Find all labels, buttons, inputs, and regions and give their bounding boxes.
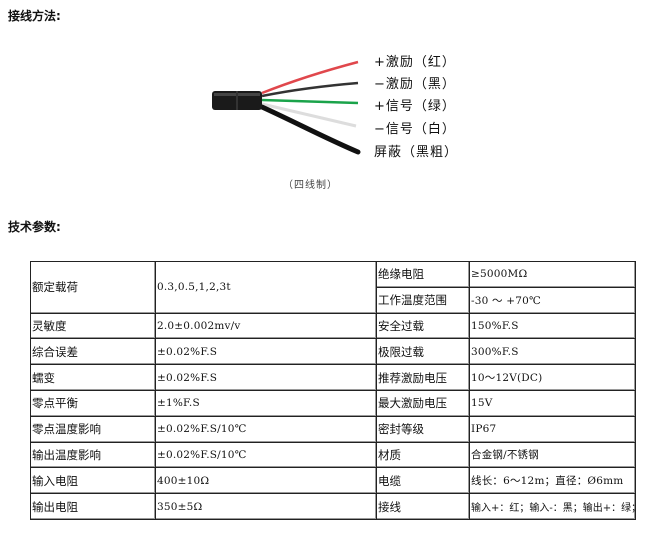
spec-label: 密封等级 — [376, 415, 470, 443]
spec-label: 零点平衡 — [30, 389, 156, 417]
spec-label: 输出温度影响 — [30, 441, 156, 469]
table-row: 输入电阻 400±10Ω 电缆 线长：6～12m；直径：Ø6mm — [30, 467, 636, 495]
spec-value: 输入+：红；输入-：黑；输出+：绿；输出-：白 — [469, 493, 636, 520]
spec-label: 工作温度范围 — [376, 286, 470, 314]
four-wire-cable-diagram — [212, 60, 361, 155]
spec-label: 接线 — [376, 493, 470, 520]
wire-label-shield: 屏蔽（黑粗） — [374, 145, 459, 160]
spec-value: ±0.02%F.S/10℃ — [155, 415, 377, 443]
table-row: 输出温度影响 ±0.02%F.S/10℃ 材质 合金钢/不锈钢 — [30, 441, 636, 469]
spec-label: 蠕变 — [30, 364, 156, 391]
table-row: 输出电阻 350±5Ω 接线 输入+：红；输入-：黑；输出+：绿；输出-：白 — [30, 493, 636, 520]
wire-label-excitation-positive: +激励（红） — [374, 55, 456, 70]
wiring-method-heading: 接线方法: — [8, 9, 61, 23]
wire-label-signal-positive: +信号（绿） — [374, 99, 456, 114]
spec-value: ±0.02%F.S — [155, 364, 377, 391]
spec-value: 350±5Ω — [155, 493, 377, 520]
spec-label: 额定载荷 — [30, 261, 156, 314]
spec-value: IP67 — [469, 415, 636, 443]
white-wire — [261, 102, 357, 128]
wire-label-signal-negative: −信号（白） — [374, 122, 456, 137]
black-wire — [261, 81, 359, 98]
spec-value: 300%F.S — [469, 338, 636, 366]
spec-label: 输入电阻 — [30, 467, 156, 495]
spec-label: 绝缘电阻 — [376, 261, 470, 288]
spec-value: 线长：6～12m；直径：Ø6mm — [469, 467, 636, 495]
table-row: 零点温度影响 ±0.02%F.S/10℃ 密封等级 IP67 — [30, 415, 636, 443]
spec-value: 400±10Ω — [155, 467, 377, 495]
spec-label: 灵敏度 — [30, 312, 156, 340]
spec-table: 额定载荷 0.3,0.5,1,2,3t 绝缘电阻 ≥5000MΩ 工作温度范围 … — [30, 261, 636, 520]
spec-label: 输出电阻 — [30, 493, 156, 520]
table-row: 零点平衡 ±1%F.S 最大激励电压 15V — [30, 389, 636, 417]
spec-value: 10～12V(DC) — [469, 364, 636, 391]
green-wire — [261, 98, 359, 105]
four-wire-caption: （四线制） — [283, 180, 338, 191]
spec-value: 0.3,0.5,1,2,3t — [155, 261, 377, 314]
cable-band — [236, 91, 238, 110]
spec-label: 零点温度影响 — [30, 415, 156, 443]
spec-value: 150%F.S — [469, 312, 636, 340]
spec-label: 推荐激励电压 — [376, 364, 470, 391]
spec-value: 15V — [469, 389, 636, 417]
spec-label: 安全过载 — [376, 312, 470, 340]
table-row: 综合误差 ±0.02%F.S 极限过载 300%F.S — [30, 338, 636, 366]
tech-specs-heading: 技术参数: — [8, 220, 61, 234]
spec-label: 极限过载 — [376, 338, 470, 366]
spec-value: ±0.02%F.S/10℃ — [155, 441, 377, 469]
spec-label: 最大激励电压 — [376, 389, 470, 417]
spec-value: ≥5000MΩ — [469, 261, 636, 288]
spec-label: 电缆 — [376, 467, 470, 495]
spec-value: 合金钢/不锈钢 — [469, 441, 636, 469]
spec-label: 综合误差 — [30, 338, 156, 366]
table-row: 蠕变 ±0.02%F.S 推荐激励电压 10～12V(DC) — [30, 364, 636, 391]
spec-label: 材质 — [376, 441, 470, 469]
shield-wire — [259, 104, 361, 155]
table-row: 灵敏度 2.0±0.002mv/v 安全过载 150%F.S — [30, 312, 636, 340]
spec-value: ±0.02%F.S — [155, 338, 377, 366]
wire-label-excitation-negative: −激励（黑） — [374, 77, 456, 92]
spec-value: ±1%F.S — [155, 389, 377, 417]
spec-value: -30 ～ +70℃ — [469, 286, 636, 314]
table-row: 额定载荷 0.3,0.5,1,2,3t 绝缘电阻 ≥5000MΩ — [30, 261, 636, 314]
red-wire — [261, 60, 359, 95]
spec-value: 2.0±0.002mv/v — [155, 312, 377, 340]
